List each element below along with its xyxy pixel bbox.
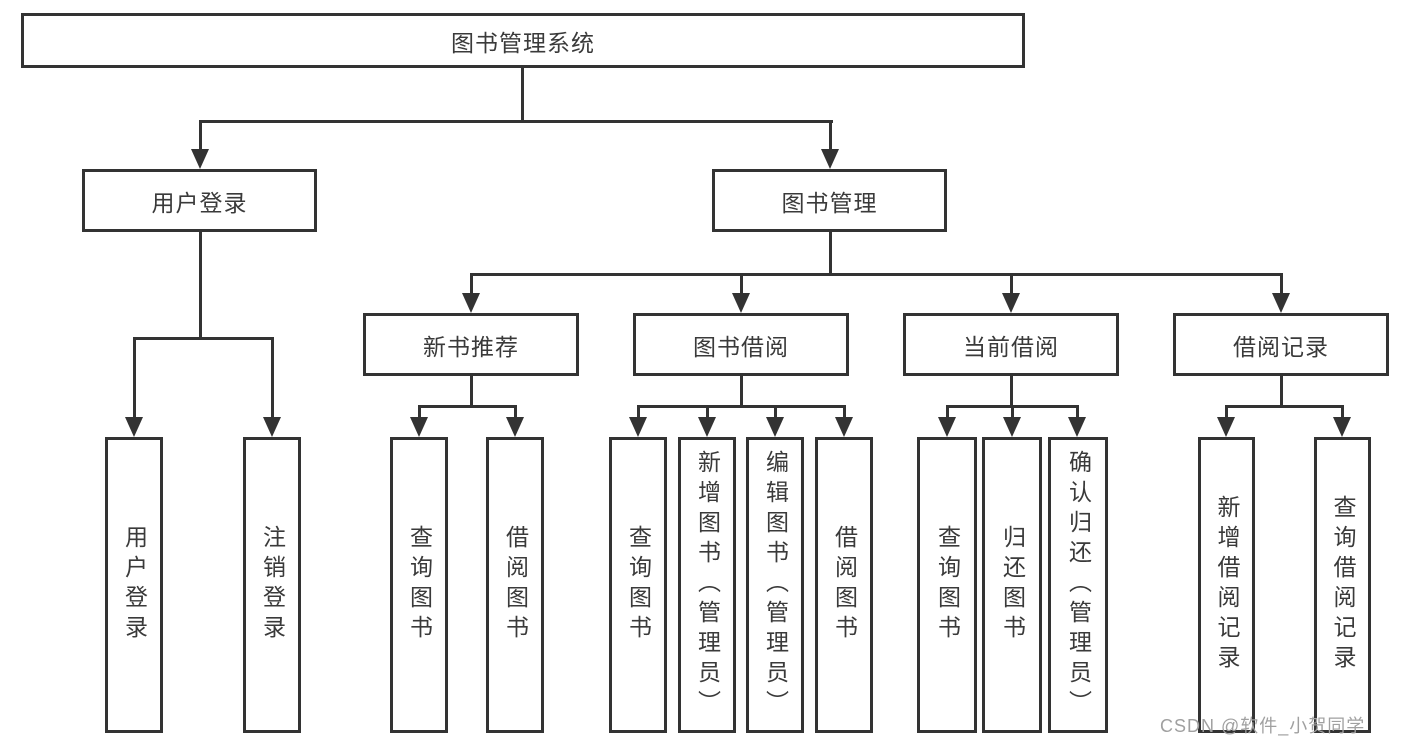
node-book-management-label: 图书管理 xyxy=(781,189,878,216)
node-borrow-records: 借阅记录 xyxy=(1173,313,1389,376)
node-current-borrow: 当前借阅 xyxy=(903,313,1119,376)
leaf-borrow-add-book-admin-label: 新增图书（管理员） xyxy=(694,450,721,720)
connector-hline xyxy=(418,405,517,408)
leaf-borrow-query-book-label: 查询图书 xyxy=(625,525,652,645)
arrowhead-down-icon xyxy=(1272,293,1290,313)
connector-stem xyxy=(1225,405,1228,417)
arrowhead-down-icon xyxy=(462,293,480,313)
leaf-records-query-record: 查询借阅记录 xyxy=(1314,437,1371,733)
connector-stem xyxy=(271,337,274,417)
arrowhead-down-icon xyxy=(191,149,209,169)
node-new-book-recommend-label: 新书推荐 xyxy=(423,333,519,360)
connector-stem xyxy=(1341,405,1344,417)
leaf-records-add-record-label: 新增借阅记录 xyxy=(1214,495,1240,675)
connector-stem xyxy=(1076,405,1079,417)
connector-stem xyxy=(514,405,517,417)
node-root-label: 图书管理系统 xyxy=(451,29,595,56)
leaf-current-return-book: 归还图书 xyxy=(982,437,1042,733)
connector-stem xyxy=(706,405,709,417)
leaf-logout: 注销登录 xyxy=(243,437,301,733)
connector-vline xyxy=(740,376,743,407)
arrowhead-down-icon xyxy=(1333,417,1351,437)
connector-stem xyxy=(1010,273,1013,293)
connector-vline xyxy=(521,68,524,120)
connector-stem xyxy=(470,273,473,293)
connector-stem xyxy=(740,273,743,293)
leaf-user-login-label: 用户登录 xyxy=(121,525,148,645)
leaf-borrow-edit-book-admin-label: 编辑图书（管理员） xyxy=(762,450,789,720)
arrowhead-down-icon xyxy=(410,417,428,437)
node-user-login-label: 用户登录 xyxy=(151,189,248,216)
connector-stem xyxy=(946,405,949,417)
leaf-records-query-record-label: 查询借阅记录 xyxy=(1330,495,1356,675)
connector-stem xyxy=(637,405,640,417)
connector-vline xyxy=(829,232,832,273)
leaf-newrec-query-book-label: 查询图书 xyxy=(406,525,433,645)
leaf-current-query-book-label: 查询图书 xyxy=(934,525,961,645)
connector-stem xyxy=(1280,273,1283,293)
connector-hline xyxy=(1225,405,1343,408)
leaf-newrec-borrow-book-label: 借阅图书 xyxy=(502,525,529,645)
node-book-management: 图书管理 xyxy=(712,169,947,232)
connector-hline xyxy=(470,273,1283,276)
leaf-current-query-book: 查询图书 xyxy=(917,437,977,733)
connector-stem xyxy=(199,120,202,149)
connector-vline xyxy=(470,376,473,405)
connector-stem xyxy=(829,120,832,149)
leaf-records-add-record: 新增借阅记录 xyxy=(1198,437,1255,733)
node-new-book-recommend: 新书推荐 xyxy=(363,313,579,376)
node-book-borrow: 图书借阅 xyxy=(633,313,849,376)
leaf-current-return-book-label: 归还图书 xyxy=(999,525,1026,645)
connector-stem xyxy=(133,337,136,417)
leaf-user-login: 用户登录 xyxy=(105,437,163,733)
node-root: 图书管理系统 xyxy=(21,13,1025,68)
connector-stem xyxy=(418,405,421,417)
connector-stem xyxy=(843,405,846,417)
arrowhead-down-icon xyxy=(938,417,956,437)
arrowhead-down-icon xyxy=(1003,417,1021,437)
connector-vline xyxy=(1280,376,1283,405)
node-borrow-records-label: 借阅记录 xyxy=(1233,333,1329,360)
connector-hline xyxy=(637,405,846,408)
node-current-borrow-label: 当前借阅 xyxy=(963,333,1059,360)
watermark: CSDN @软件_小贺同学 xyxy=(1160,712,1365,738)
connector-stem xyxy=(1011,405,1014,417)
arrowhead-down-icon xyxy=(506,417,524,437)
connector-hline xyxy=(199,120,833,123)
arrowhead-down-icon xyxy=(629,417,647,437)
leaf-borrow-query-book: 查询图书 xyxy=(609,437,667,733)
watermark-text: CSDN @软件_小贺同学 xyxy=(1160,716,1366,736)
leaf-logout-label: 注销登录 xyxy=(259,525,286,645)
leaf-newrec-query-book: 查询图书 xyxy=(390,437,448,733)
connector-vline xyxy=(1010,376,1013,405)
leaf-current-confirm-return-admin: 确认归还（管理员） xyxy=(1048,437,1108,733)
leaf-borrow-borrow-book: 借阅图书 xyxy=(815,437,873,733)
arrowhead-down-icon xyxy=(821,149,839,169)
connector-stem xyxy=(774,405,777,417)
arrowhead-down-icon xyxy=(698,417,716,437)
node-book-borrow-label: 图书借阅 xyxy=(693,333,789,360)
connector-vline xyxy=(199,232,202,337)
arrowhead-down-icon xyxy=(125,417,143,437)
arrowhead-down-icon xyxy=(835,417,853,437)
leaf-borrow-add-book-admin: 新增图书（管理员） xyxy=(678,437,736,733)
arrowhead-down-icon xyxy=(732,293,750,313)
connector-hline xyxy=(133,337,274,340)
arrowhead-down-icon xyxy=(1217,417,1235,437)
node-user-login: 用户登录 xyxy=(82,169,317,232)
arrowhead-down-icon xyxy=(766,417,784,437)
arrowhead-down-icon xyxy=(1002,293,1020,313)
leaf-borrow-edit-book-admin: 编辑图书（管理员） xyxy=(746,437,804,733)
arrowhead-down-icon xyxy=(1068,417,1086,437)
leaf-current-confirm-return-admin-label: 确认归还（管理员） xyxy=(1065,450,1092,720)
leaf-newrec-borrow-book: 借阅图书 xyxy=(486,437,544,733)
leaf-borrow-borrow-book-label: 借阅图书 xyxy=(831,525,858,645)
arrowhead-down-icon xyxy=(263,417,281,437)
